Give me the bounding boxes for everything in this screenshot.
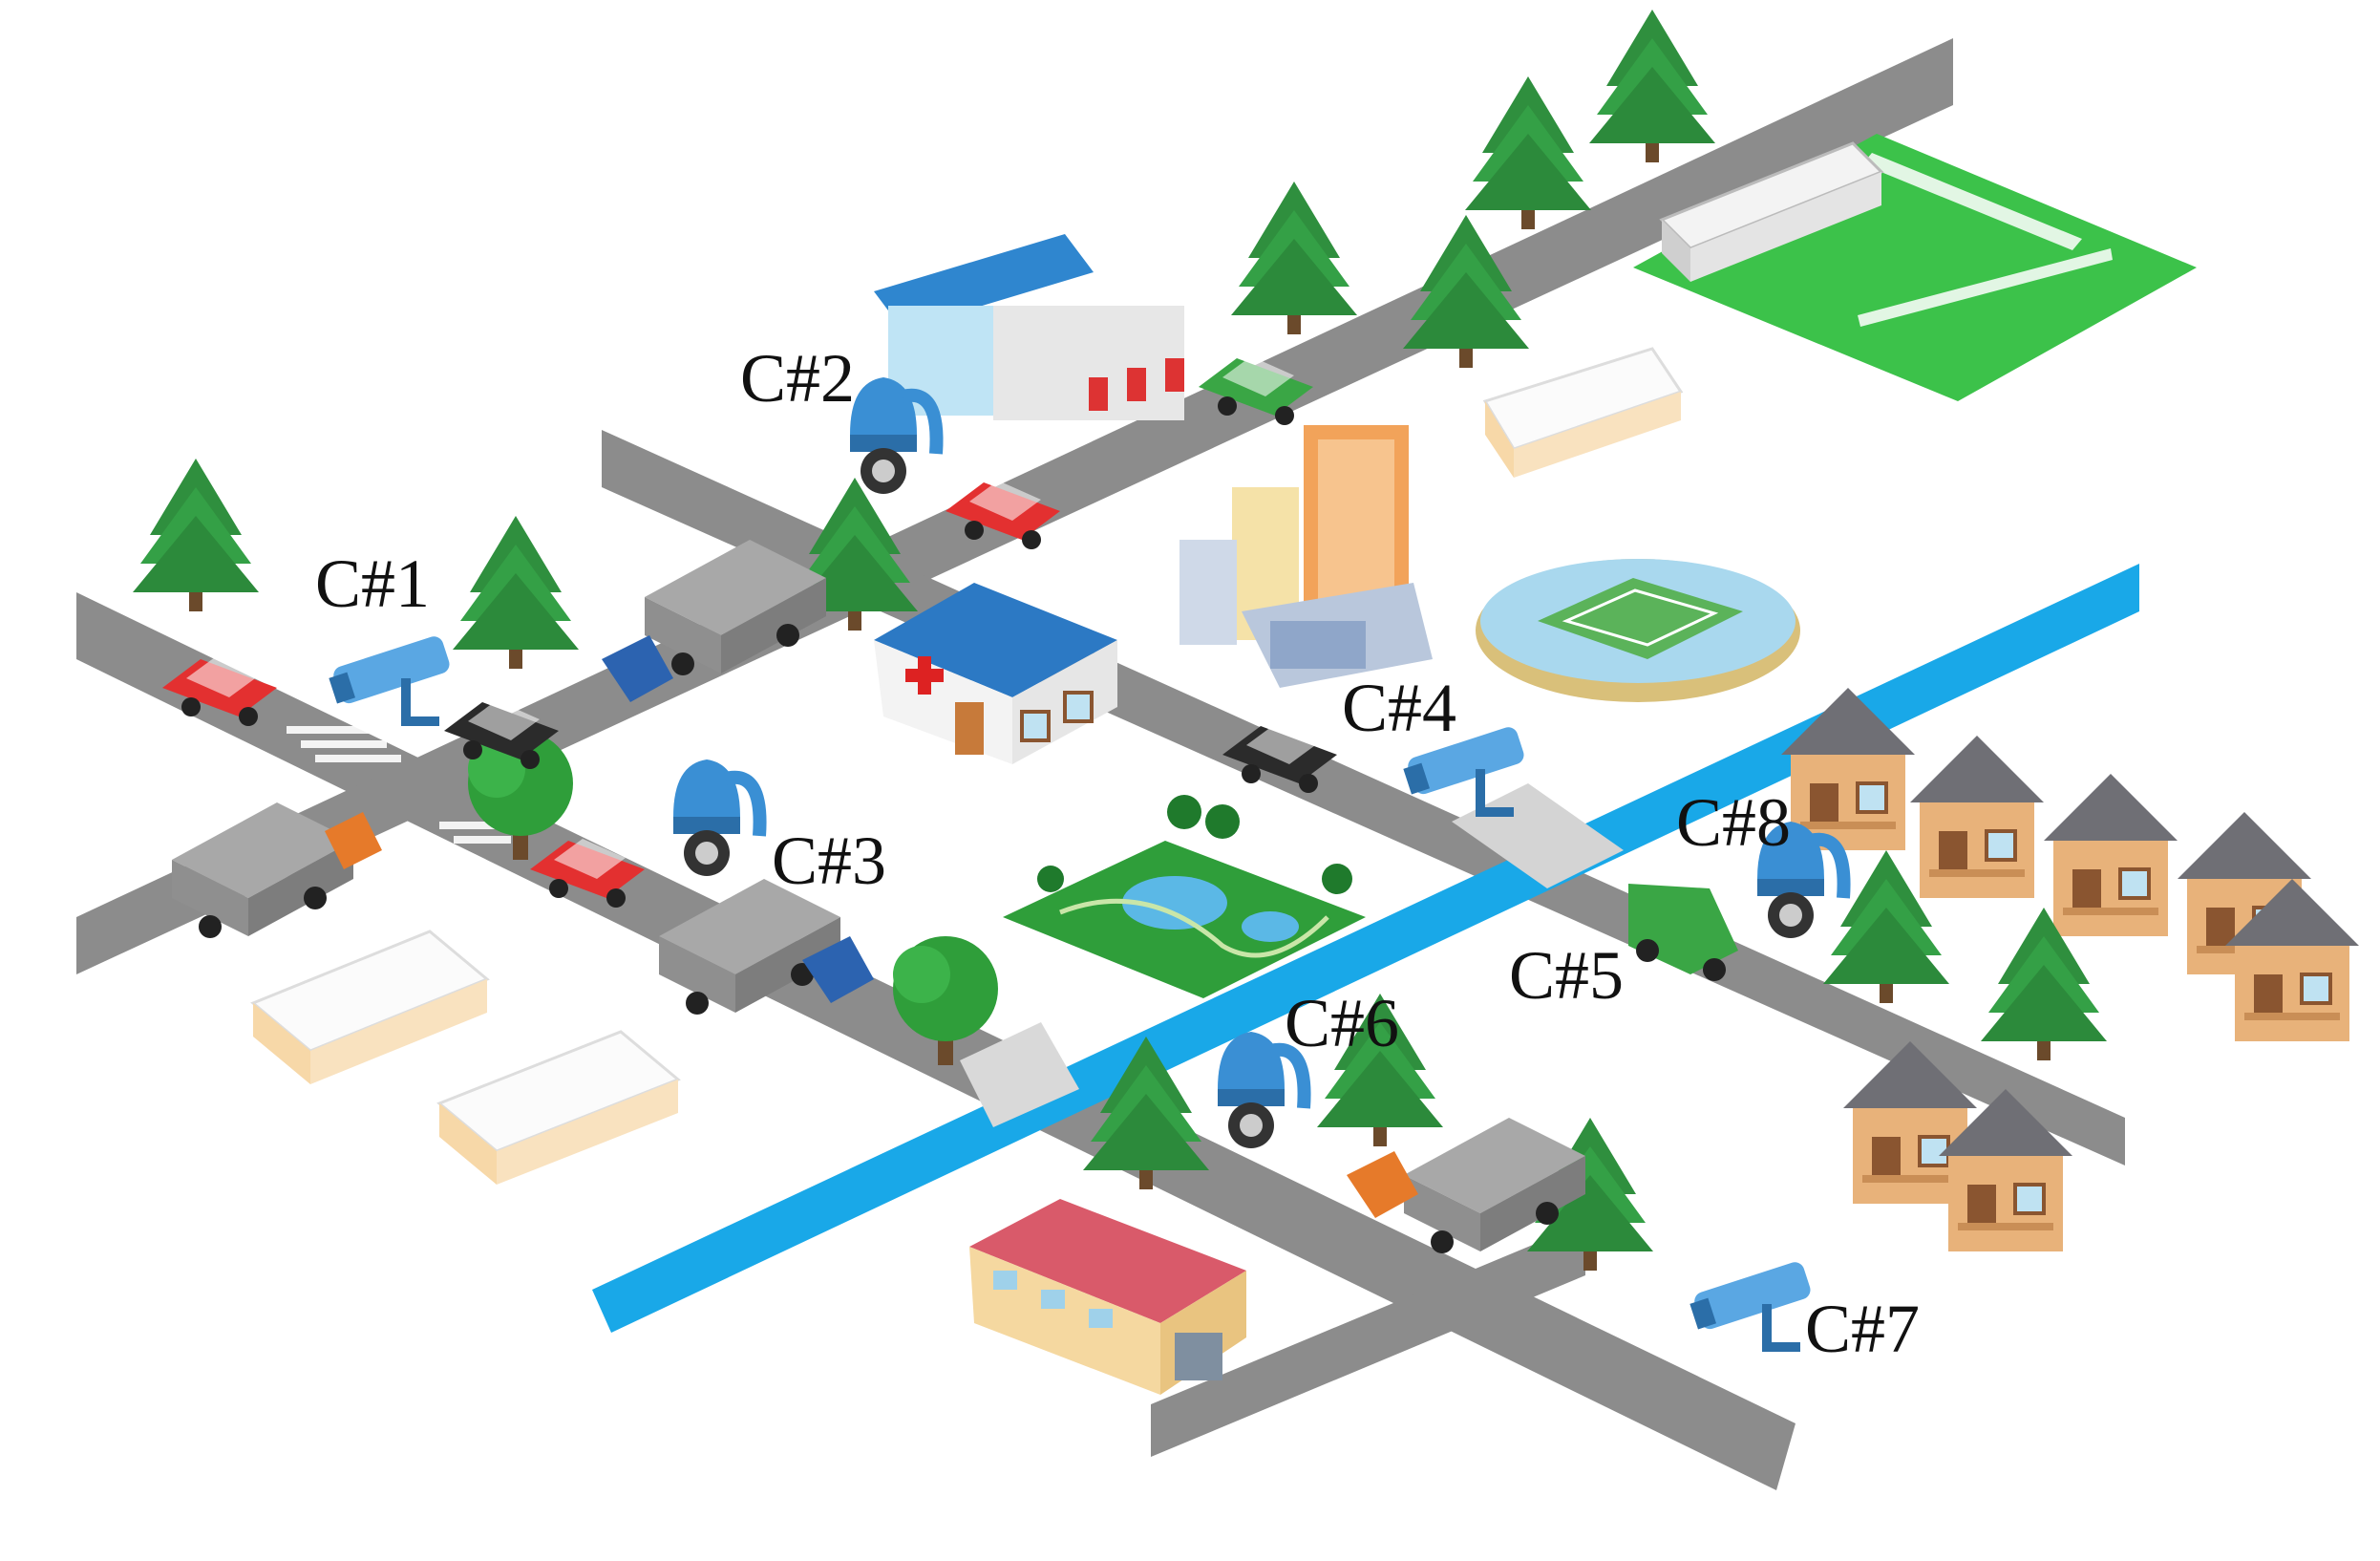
camera-label-c2: C#2 — [740, 340, 856, 417]
road-bottom — [1151, 1223, 1585, 1457]
dome-camera-icon-c3 — [673, 759, 760, 876]
camera-label-c4: C#4 — [1342, 670, 1457, 746]
camera-label-c5: C#5 — [1509, 937, 1625, 1014]
camera-label-c1: C#1 — [315, 545, 431, 622]
camera-label-c7: C#7 — [1805, 1291, 1921, 1367]
camera-label-c3: C#3 — [772, 823, 887, 899]
vehicles — [162, 356, 1738, 1253]
warehouse — [969, 1199, 1246, 1395]
dome-camera-icon-c2 — [850, 377, 937, 494]
hospital — [874, 583, 1117, 764]
stadium — [1476, 559, 1800, 702]
bullet-camera-icon-c7 — [1689, 1259, 1814, 1352]
crosswalk — [287, 726, 511, 844]
camera-label-c6: C#6 — [1285, 985, 1400, 1061]
block-buildings — [250, 347, 1684, 1185]
bridge-main — [960, 1022, 1079, 1127]
office-towers — [1179, 425, 1433, 688]
river — [592, 564, 2139, 1333]
park — [1003, 795, 1366, 998]
airfield-building — [1659, 141, 1884, 282]
bullet-camera-icon-c1 — [329, 633, 453, 726]
camera-label-c8: C#8 — [1676, 784, 1792, 861]
